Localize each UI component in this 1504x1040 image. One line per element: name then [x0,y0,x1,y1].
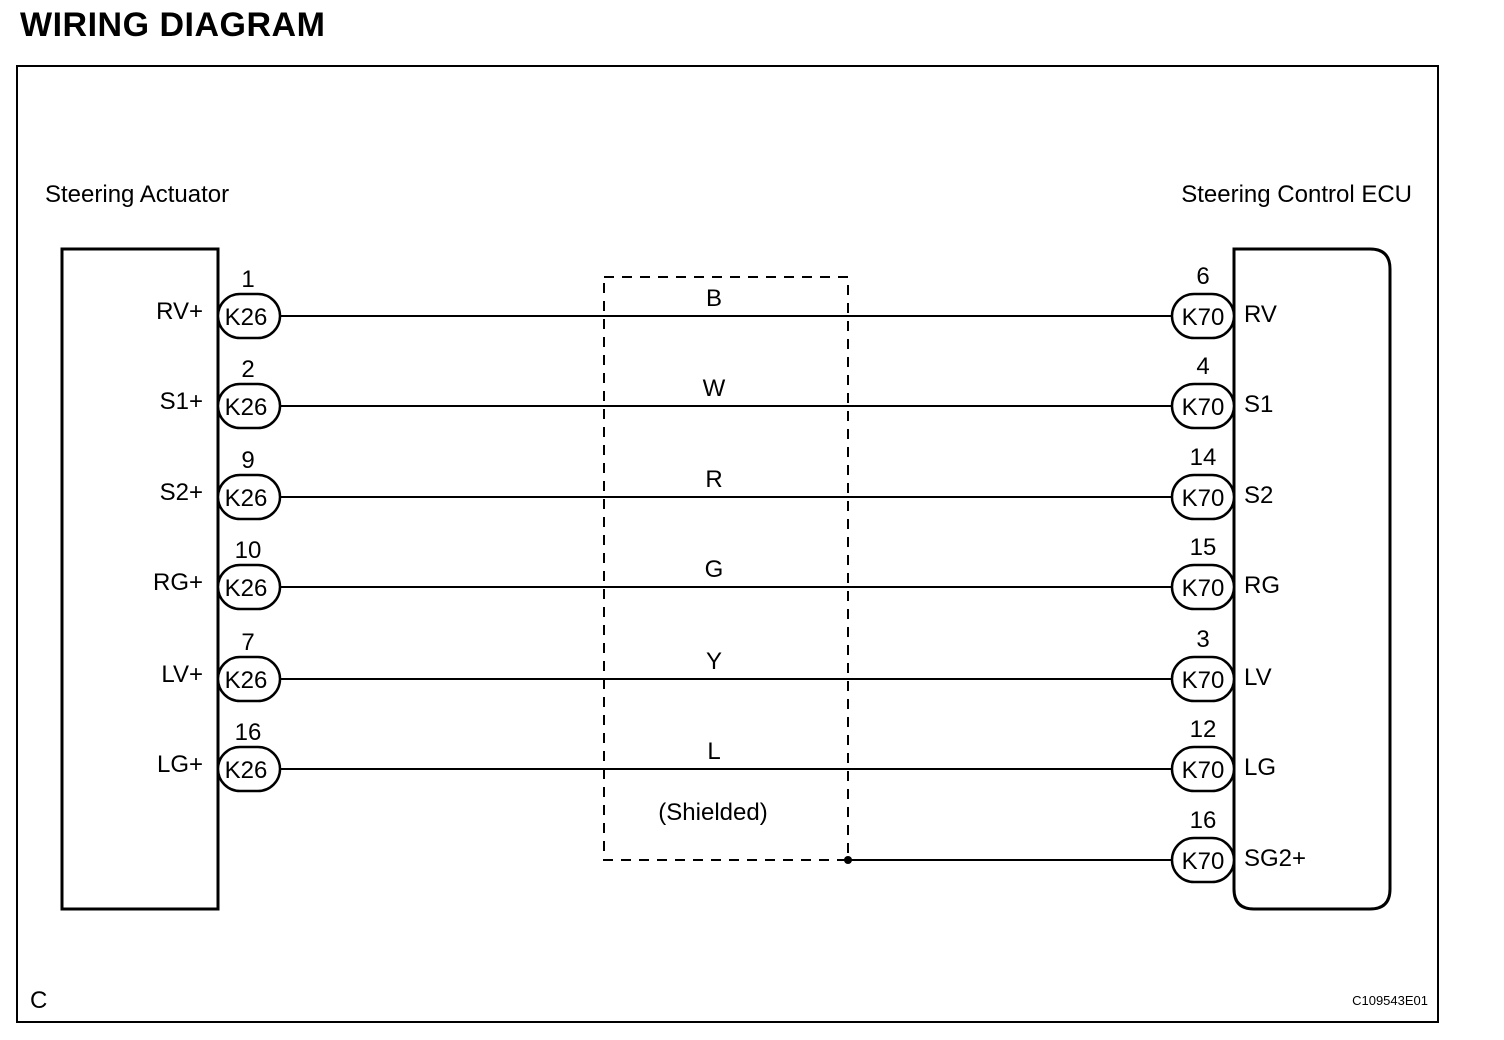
left-connector-code: K26 [225,575,268,602]
right-terminal-label: S2 [1244,482,1273,509]
right-connector-code: K70 [1182,575,1225,602]
left-terminal-label: LG+ [157,751,203,778]
page-title: WIRING DIAGRAM [20,6,326,44]
wire-color-label: B [706,285,722,312]
right-terminal-label: RG [1244,572,1280,599]
left-terminal-label: RV+ [156,298,203,325]
steering-ecu-box [1232,247,1392,911]
left-terminal-label: RG+ [153,569,203,596]
diagram-frame [16,65,1439,1023]
left-connector-code: K26 [225,667,268,694]
shield-label: (Shielded) [658,799,767,826]
left-terminal-label: S1+ [160,388,203,415]
right-connector-code: K70 [1182,757,1225,784]
left-connector-code: K26 [225,485,268,512]
right-connector-shape [1170,473,1236,521]
right-pin-number: 15 [1190,534,1217,561]
wire-color-label: R [705,466,722,493]
right-connector-code: K70 [1182,304,1225,331]
left-pin-number: 1 [241,266,254,293]
right-connector-shape [1170,655,1236,703]
right-connector-code: K70 [1182,667,1225,694]
right-pin-number: 4 [1196,353,1209,380]
right-connector-shape [1170,836,1236,884]
right-terminal-label: SG2+ [1244,845,1306,872]
wire-color-label: W [703,375,726,402]
right-connector-shape [1170,382,1236,430]
left-connector-code: K26 [225,394,268,421]
wire-color-label: G [705,556,724,583]
steering-actuator-box [60,247,220,911]
left-connector-code: K26 [225,304,268,331]
corner-code: C [30,987,47,1014]
left-pin-number: 7 [241,629,254,656]
left-pin-number: 2 [241,356,254,383]
right-connector-code: K70 [1182,848,1225,875]
left-pin-number: 9 [241,447,254,474]
left-connector-code: K26 [225,757,268,784]
right-terminal-label: S1 [1244,391,1273,418]
right-terminal-label: LV [1244,664,1272,691]
wire-color-label: L [707,738,720,765]
left-terminal-label: S2+ [160,479,203,506]
shield-box [603,276,849,861]
figure-id: C109543E01 [1352,993,1428,1008]
shield-junction-dot [844,856,852,864]
right-connector-code: K70 [1182,485,1225,512]
right-pin-number: 16 [1190,807,1217,834]
right-connector-shape [1170,563,1236,611]
right-pin-number: 12 [1190,716,1217,743]
right-terminal-label: LG [1244,754,1276,781]
left-pin-number: 10 [235,537,262,564]
right-connector-code: K70 [1182,394,1225,421]
left-component-name: Steering Actuator [45,181,229,208]
right-pin-number: 3 [1196,626,1209,653]
right-pin-number: 14 [1190,444,1217,471]
right-terminal-label: RV [1244,301,1277,328]
right-component-name: Steering Control ECU [1181,181,1412,208]
wire-color-label: Y [706,648,722,675]
right-connector-shape [1170,745,1236,793]
right-connector-shape [1170,292,1236,340]
left-terminal-label: LV+ [161,661,203,688]
left-pin-number: 16 [235,719,262,746]
right-pin-number: 6 [1196,263,1209,290]
